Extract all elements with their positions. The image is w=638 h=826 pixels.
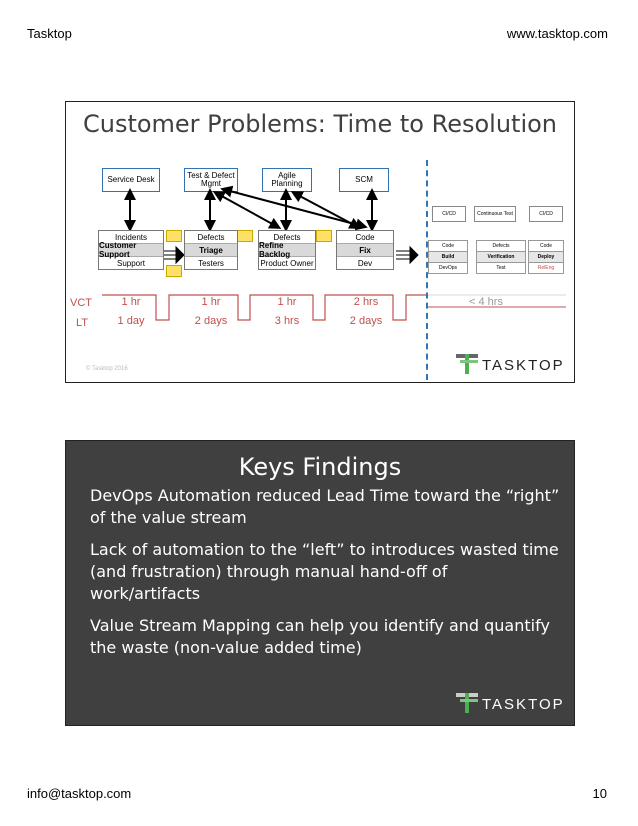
stack-row: Fix xyxy=(337,244,393,257)
slide-key-findings: Keys Findings DevOps Automation reduced … xyxy=(65,440,575,726)
slide-customer-problems: Customer Problems: Time to Resolution Se… xyxy=(65,101,575,383)
stack-row: Customer Support xyxy=(99,241,163,259)
stack-row: Dev xyxy=(357,258,373,268)
stack-fix: Code Fix Dev xyxy=(336,230,394,270)
stack-row: Testers xyxy=(198,258,224,268)
page-number: 10 xyxy=(592,786,607,801)
vct-value: 2 hrs xyxy=(353,296,379,308)
stack-refine-backlog: Defects Refine Backlog Product Owner xyxy=(258,230,316,270)
tasktop-logo-text: TASKTOP xyxy=(482,356,565,374)
lt-value: 3 hrs xyxy=(274,315,300,327)
finding-item: DevOps Automation reduced Lead Time towa… xyxy=(90,486,560,527)
stack-row: Refine Backlog xyxy=(259,241,315,259)
slide-title: Keys Findings xyxy=(238,453,402,481)
tasktop-logo: TASKTOP xyxy=(456,354,565,376)
tool-service-desk: Service Desk xyxy=(102,168,160,192)
lt-value: 2 days xyxy=(349,315,383,327)
connector-arrows xyxy=(102,185,566,321)
vct-value: 1 hr xyxy=(201,296,221,308)
slide-title: Customer Problems: Time to Resolution xyxy=(82,110,558,138)
stack-row: Code xyxy=(337,231,393,244)
cicd-col: Code Deploy RelEng xyxy=(528,240,564,274)
footer-email[interactable]: info@tasktop.com xyxy=(27,786,132,801)
tasktop-logo: TASKTOP xyxy=(456,693,565,715)
tool-test-defect: Test & Defect Mgmt xyxy=(184,168,238,192)
continuous-test-box: Continuous Test xyxy=(474,206,516,222)
stack-row: Product Owner xyxy=(260,258,314,268)
findings-list: DevOps Automation reduced Lead Time towa… xyxy=(90,485,560,669)
stack-incidents: Incidents Customer Support Support xyxy=(98,230,164,270)
lt-value: 1 day xyxy=(117,315,145,327)
lt-label: LT xyxy=(76,317,89,329)
header-left: Tasktop xyxy=(27,26,72,41)
stack-row: Defects xyxy=(259,231,315,244)
vct-value: 1 hr xyxy=(277,296,297,308)
stack-row: Incidents xyxy=(99,231,163,244)
lt-value: 2 days xyxy=(194,315,228,327)
tasktop-logo-text: TASKTOP xyxy=(482,695,565,713)
vct-value: 1 hr xyxy=(121,296,141,308)
stack-triage: Defects Triage Testers xyxy=(184,230,238,270)
cicd-col: Code Build DevOps xyxy=(428,240,468,274)
vct-label: VCT xyxy=(70,297,92,309)
email-icon xyxy=(166,265,182,277)
cicd-cell: Test xyxy=(476,262,526,274)
tool-agile-planning-label: Agile Planning xyxy=(271,170,303,188)
stack-row: Triage xyxy=(185,244,237,257)
cicd-box: CI/CD xyxy=(432,206,466,222)
vct-value-automated: < 4 hrs xyxy=(469,296,503,308)
cicd-cell: RelEng xyxy=(528,262,564,274)
copyright: © Tasktop 2016 xyxy=(86,366,128,372)
cicd-cell: DevOps xyxy=(428,262,468,274)
cicd-box: CI/CD xyxy=(529,206,563,222)
tasktop-logo-mark-icon xyxy=(456,693,480,715)
automation-divider xyxy=(426,160,428,380)
stack-row: Support xyxy=(116,258,146,268)
email-icon xyxy=(237,230,253,242)
email-icon xyxy=(166,230,182,242)
tasktop-logo-mark-icon xyxy=(456,354,480,376)
header-right[interactable]: www.tasktop.com xyxy=(506,26,608,41)
finding-item: Value Stream Mapping can help you identi… xyxy=(90,616,550,657)
cicd-col: Defects Verification Test xyxy=(476,240,526,274)
finding-item: Lack of automation to the “left” to intr… xyxy=(90,540,559,603)
tool-test-defect-label: Test & Defect Mgmt xyxy=(187,170,235,188)
stack-row: Defects xyxy=(185,231,237,244)
email-icon xyxy=(316,230,332,242)
